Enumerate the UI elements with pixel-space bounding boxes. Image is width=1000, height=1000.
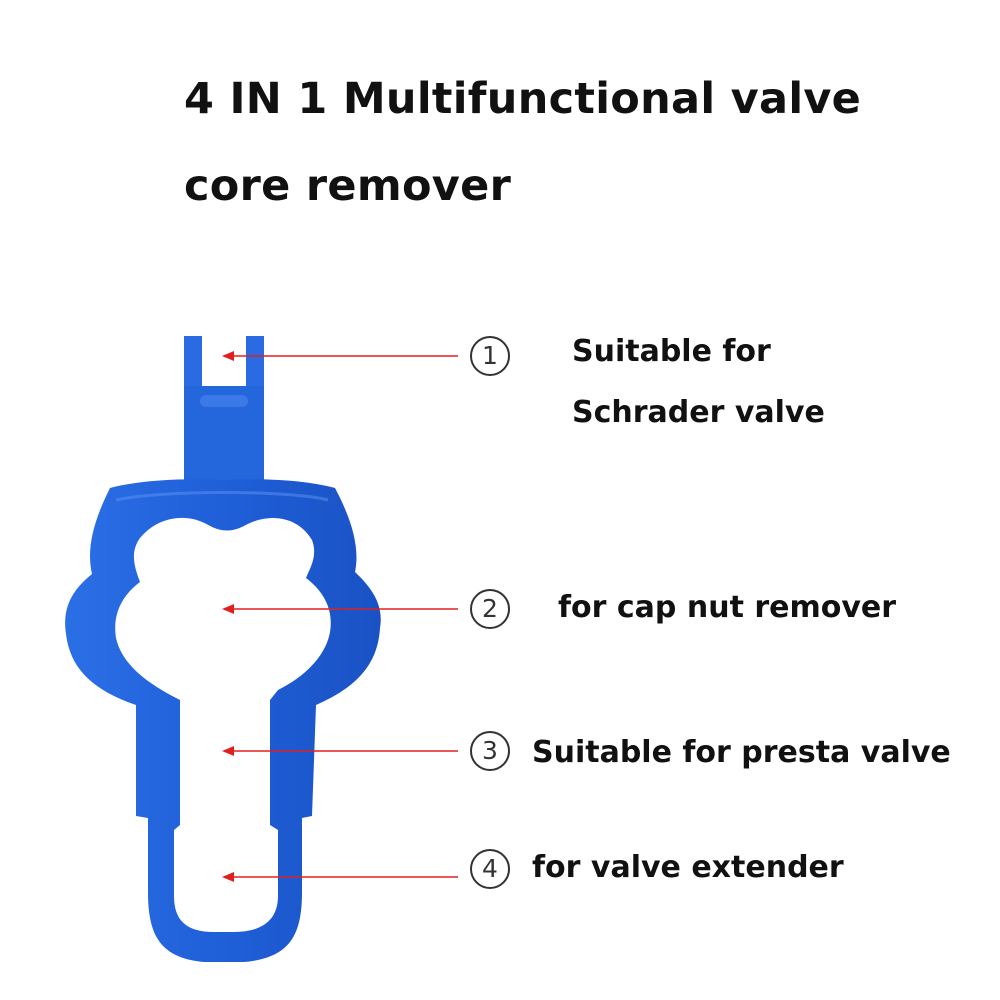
title-line-1: 4 IN 1 Multifunctional valve xyxy=(184,74,862,124)
callout-label-1: Suitable for Schrader valve xyxy=(572,337,825,428)
callout-number-4: 4 xyxy=(470,849,510,889)
callout-1-line-1: Suitable for xyxy=(572,334,771,369)
schrader-prong-tip xyxy=(184,336,264,490)
callout-label-2: for cap nut remover xyxy=(558,590,897,625)
callout-number-2: 2 xyxy=(470,589,510,629)
callout-number-1: 1 xyxy=(470,336,510,376)
callout-label-4: for valve extender xyxy=(532,850,844,885)
callout-number-3: 3 xyxy=(470,731,510,771)
callout-1-line-2: Schrader valve xyxy=(572,395,825,430)
tool-body xyxy=(65,479,381,962)
page-title: 4 IN 1 Multifunctional valve core remove… xyxy=(184,78,944,208)
callout-label-3: Suitable for presta valve xyxy=(532,735,951,770)
title-line-2: core remover xyxy=(184,161,512,211)
callout-arrows xyxy=(222,351,458,882)
